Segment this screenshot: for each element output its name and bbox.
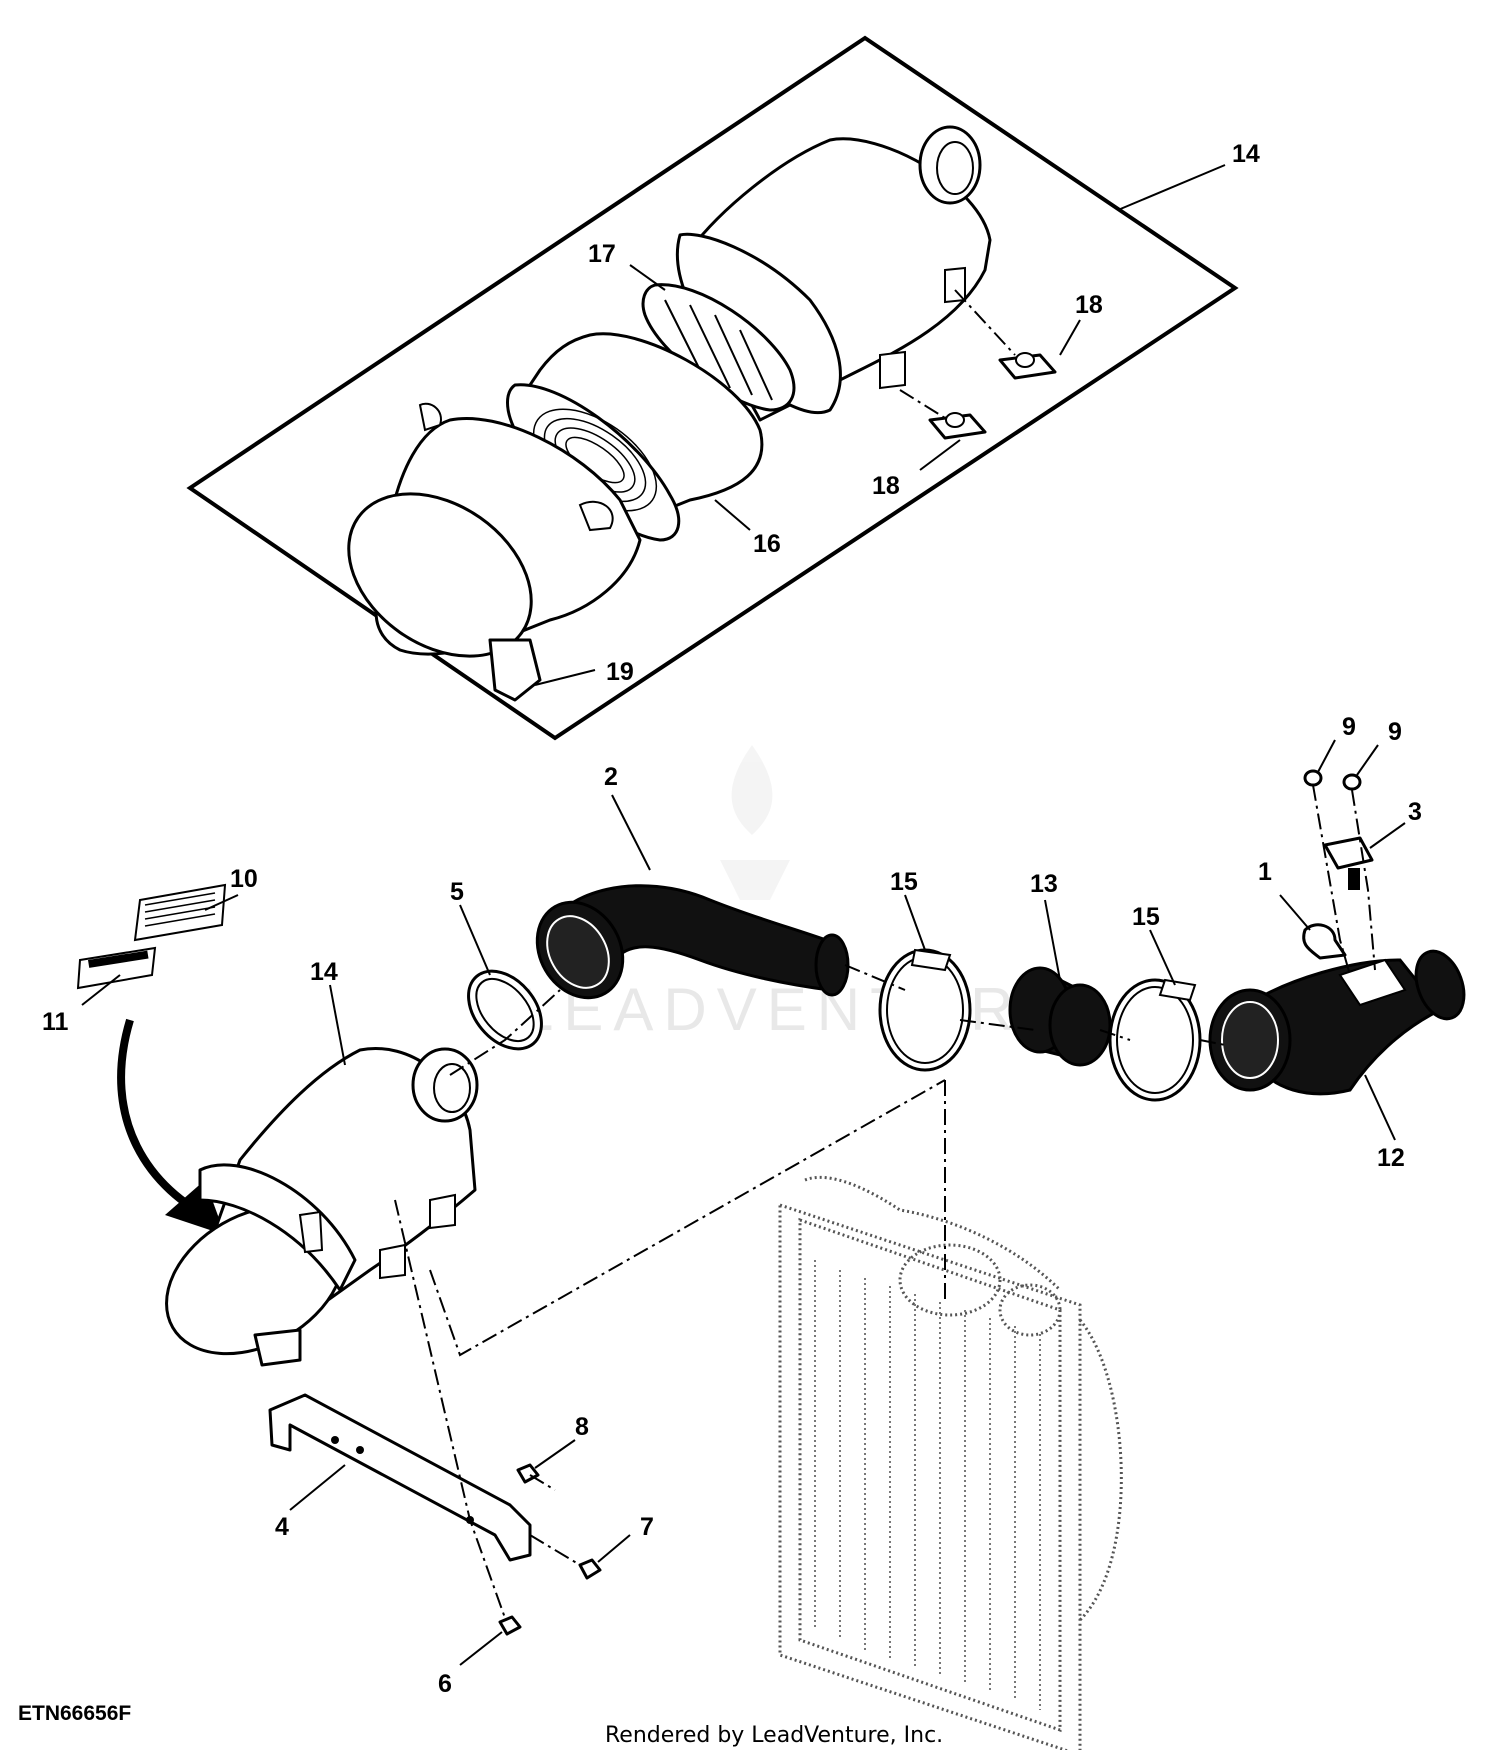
hose-clamp-15-right: [1108, 978, 1202, 1102]
callout-2: 2: [604, 763, 618, 791]
intake-elbow-12: [1208, 949, 1466, 1096]
callout-17: 17: [588, 240, 616, 268]
primary-filter-element: [506, 332, 764, 542]
radiator-reference: [778, 1175, 1123, 1750]
callout-11: 11: [42, 1008, 69, 1036]
apply-decal-arrow: [117, 1018, 225, 1235]
air-sensor-3: [1323, 836, 1374, 890]
callout-9-right: 9: [1388, 718, 1402, 746]
callout-12: 12: [1377, 1144, 1405, 1172]
callout-4: 4: [275, 1513, 289, 1541]
callout-18-top: 18: [1075, 291, 1103, 319]
callout-1: 1: [1258, 858, 1272, 886]
clip-nut-lower: [928, 412, 987, 440]
render-credit: Rendered by LeadVenture, Inc.: [605, 1723, 943, 1748]
hose-sleeve-13: [1008, 966, 1112, 1067]
watermark-logo: [720, 745, 790, 900]
screw-9-left: [1303, 769, 1323, 787]
screw-9-right: [1342, 773, 1362, 791]
callout-15-right: 15: [1132, 903, 1160, 931]
intake-hose-2: [535, 884, 850, 1000]
callout-18-bottom: 18: [872, 472, 900, 500]
callout-10: 10: [230, 865, 258, 893]
safety-filter-element: [641, 283, 796, 412]
callout-8: 8: [575, 1413, 589, 1441]
clip-1: [1302, 923, 1347, 960]
mounting-bracket-4: [268, 1393, 532, 1562]
callout-19: 19: [606, 658, 634, 686]
bolt-8: [516, 1463, 540, 1484]
bolt-6: [498, 1615, 522, 1636]
hose-clamp-15-left: [878, 948, 972, 1072]
decal-label-10: [133, 883, 227, 942]
bolt-7: [578, 1558, 602, 1580]
callout-5: 5: [450, 878, 464, 906]
callout-16: 16: [753, 530, 781, 558]
callout-7: 7: [640, 1513, 654, 1541]
callout-3: 3: [1408, 798, 1422, 826]
air-cleaner-cover: [347, 402, 642, 702]
figure-code: ETN66656F: [18, 1702, 131, 1725]
clip-nut-upper: [998, 352, 1057, 380]
decal-label-11: [76, 946, 157, 990]
callout-15-left: 15: [890, 868, 918, 896]
exploded-view-frame: [186, 35, 1239, 741]
air-cleaner-assembly: [165, 1047, 479, 1367]
callout-9-left: 9: [1342, 713, 1356, 741]
callout-6: 6: [438, 1670, 452, 1698]
callout-14-top: 14: [1232, 140, 1260, 168]
callout-13: 13: [1030, 870, 1058, 898]
callout-14-bottom: 14: [310, 958, 338, 986]
hose-clamp-5: [467, 969, 543, 1051]
